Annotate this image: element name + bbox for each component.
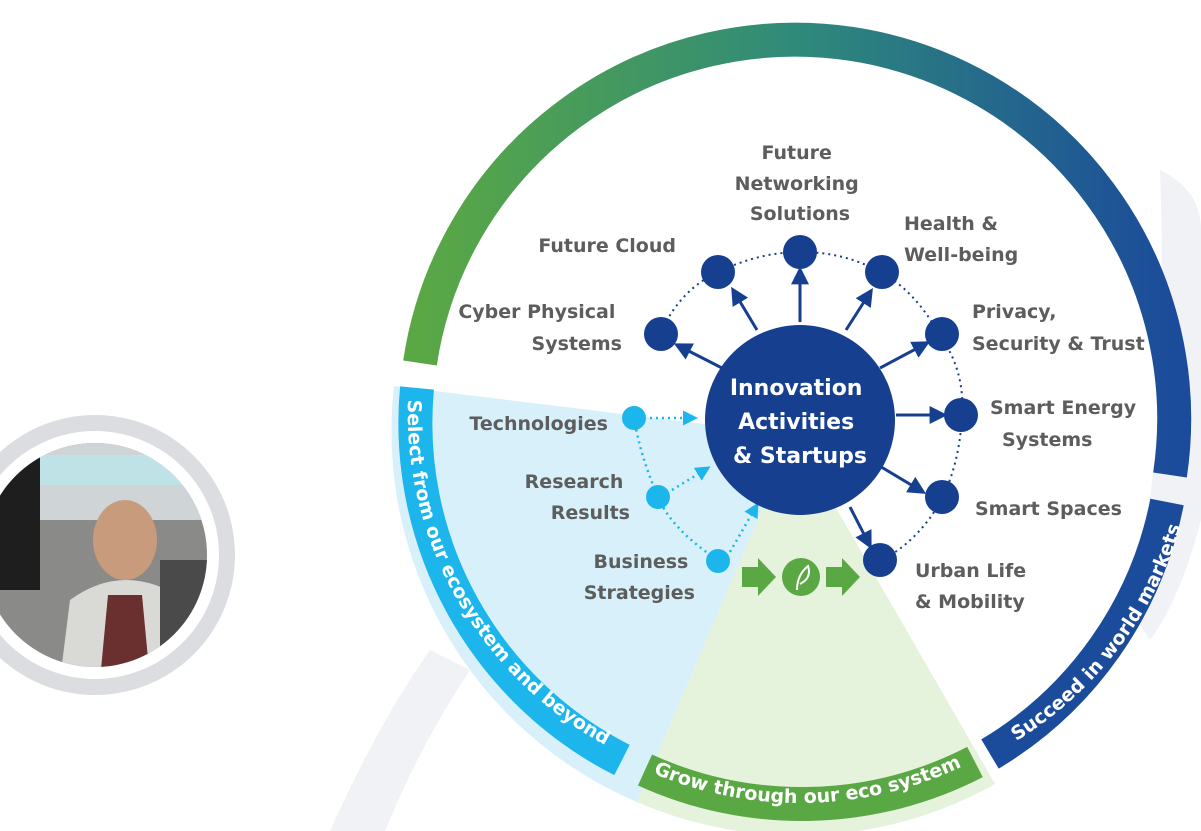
- photo-circle: [0, 415, 235, 695]
- output-arrows: [673, 266, 948, 550]
- node-future-cloud: [701, 255, 735, 289]
- label-smart-spaces: Smart Spaces: [975, 498, 1122, 520]
- label-cyber-physical-systems: Cyber Physical Systems: [458, 301, 622, 355]
- center-circle: [705, 325, 895, 515]
- input-nodes: [622, 406, 730, 573]
- sprout-icon: [782, 558, 820, 596]
- growth-flow: [742, 558, 860, 596]
- label-health-well-being: Health & Well-being: [904, 213, 1018, 266]
- label-research-results: Research Results: [525, 471, 630, 524]
- node-future-networking-solutions: [783, 235, 817, 269]
- bottom-ring-arc: [637, 746, 983, 821]
- node-privacy-security-trust: [925, 317, 959, 351]
- node-business-strategies: [706, 549, 730, 573]
- output-orbit: [660, 250, 964, 561]
- growth-arrow-right: [826, 558, 860, 596]
- label-privacy-security-trust: Privacy, Security & Trust: [972, 301, 1145, 355]
- label-business-strategies: Business Strategies: [584, 551, 695, 604]
- label-smart-energy-systems: Smart Energy Systems: [990, 397, 1143, 451]
- center-title: Innovation Activities & Startups: [730, 376, 870, 469]
- label-future-networking-solutions: Future Networking Solutions: [735, 142, 866, 225]
- top-ring-arc: [403, 22, 1192, 478]
- node-health-well-being: [865, 255, 899, 289]
- label-urban-life-mobility: Urban Life & Mobility: [915, 560, 1033, 613]
- node-urban-life-mobility: [863, 543, 897, 577]
- node-research-results: [646, 485, 670, 509]
- background-swoosh: [330, 650, 470, 831]
- right-ring-arc: [981, 498, 1184, 769]
- node-smart-spaces: [925, 480, 959, 514]
- node-technologies: [622, 406, 646, 430]
- growth-sector: [637, 435, 995, 831]
- node-cyber-physical-systems: [644, 317, 678, 351]
- left-ring-arc: [398, 386, 630, 776]
- output-nodes: [644, 235, 978, 577]
- growth-arrow-left: [742, 558, 776, 596]
- label-technologies: Technologies: [469, 413, 608, 435]
- input-sector: [391, 386, 794, 802]
- label-future-cloud: Future Cloud: [538, 235, 676, 257]
- node-smart-energy-systems: [944, 398, 978, 432]
